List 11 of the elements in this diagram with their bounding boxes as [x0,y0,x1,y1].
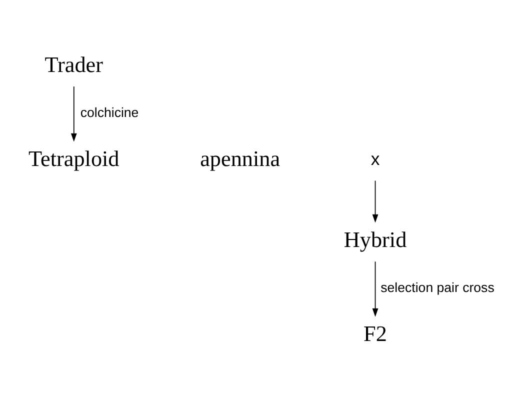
arrow [372,180,378,222]
node-text: apennina [200,146,280,171]
edge-label: colchicine [80,104,139,120]
arrow [70,86,77,142]
arrow [372,260,378,316]
node-text: x [370,148,380,168]
node-text: Hybrid [344,226,407,252]
node-text: F2 [364,320,387,346]
node-text: Trader [44,51,104,76]
node-text: Tetraploid [28,146,120,171]
edge-label: selection pair cross [380,279,494,294]
